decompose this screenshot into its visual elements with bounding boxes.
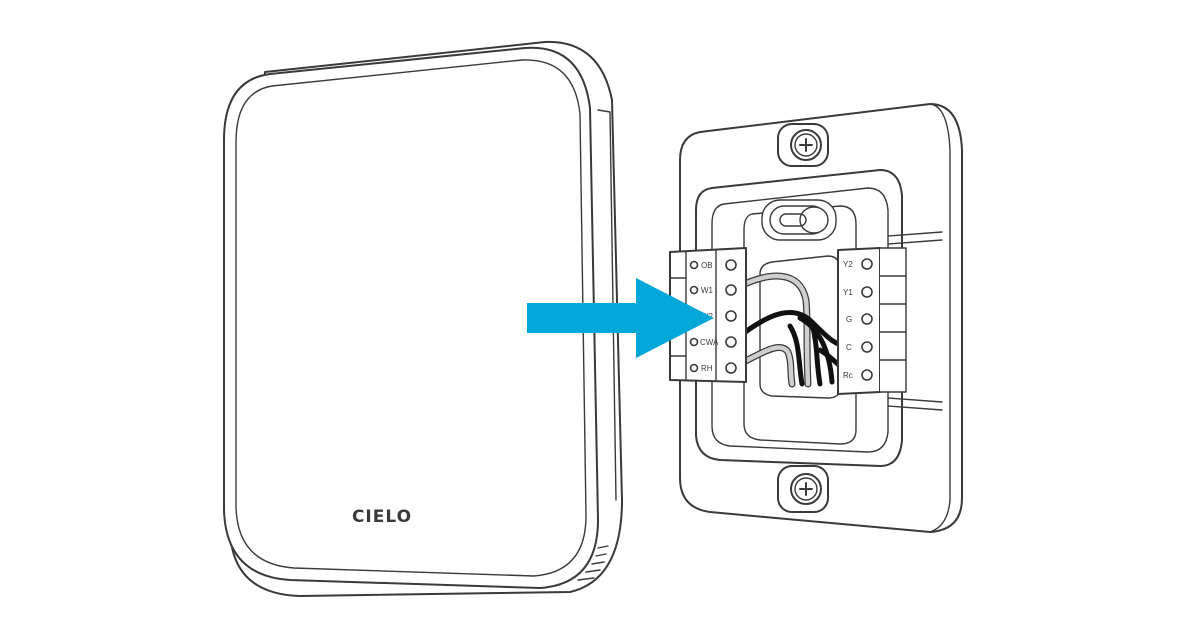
right-side-rails	[887, 231, 943, 411]
terminal-label-y1: Y1	[843, 288, 853, 297]
brand-logo: CIELO	[352, 507, 412, 527]
level-indicator	[761, 199, 837, 241]
screw-bottom-icon	[777, 465, 829, 513]
thermostat-unit: CIELO	[223, 40, 623, 597]
terminal-label-y2: Y2	[843, 260, 853, 269]
wall-plate	[679, 103, 963, 533]
thermostat-front-face	[223, 46, 599, 589]
direction-arrow-icon	[527, 278, 714, 358]
terminal-label-ob: OB	[701, 261, 713, 270]
terminal-label-cwa: CWA	[700, 338, 719, 347]
terminal-label-rh: RH	[701, 364, 713, 373]
right-terminal-block: Y2 Y1 G C Rc	[837, 247, 907, 395]
side-vents	[577, 545, 609, 581]
terminal-label-rc: Rc	[843, 371, 853, 380]
terminal-label-c: C	[846, 343, 852, 352]
screw-top-icon	[777, 123, 829, 167]
terminal-label-w1: W1	[701, 286, 714, 295]
terminal-label-g: G	[846, 315, 852, 324]
